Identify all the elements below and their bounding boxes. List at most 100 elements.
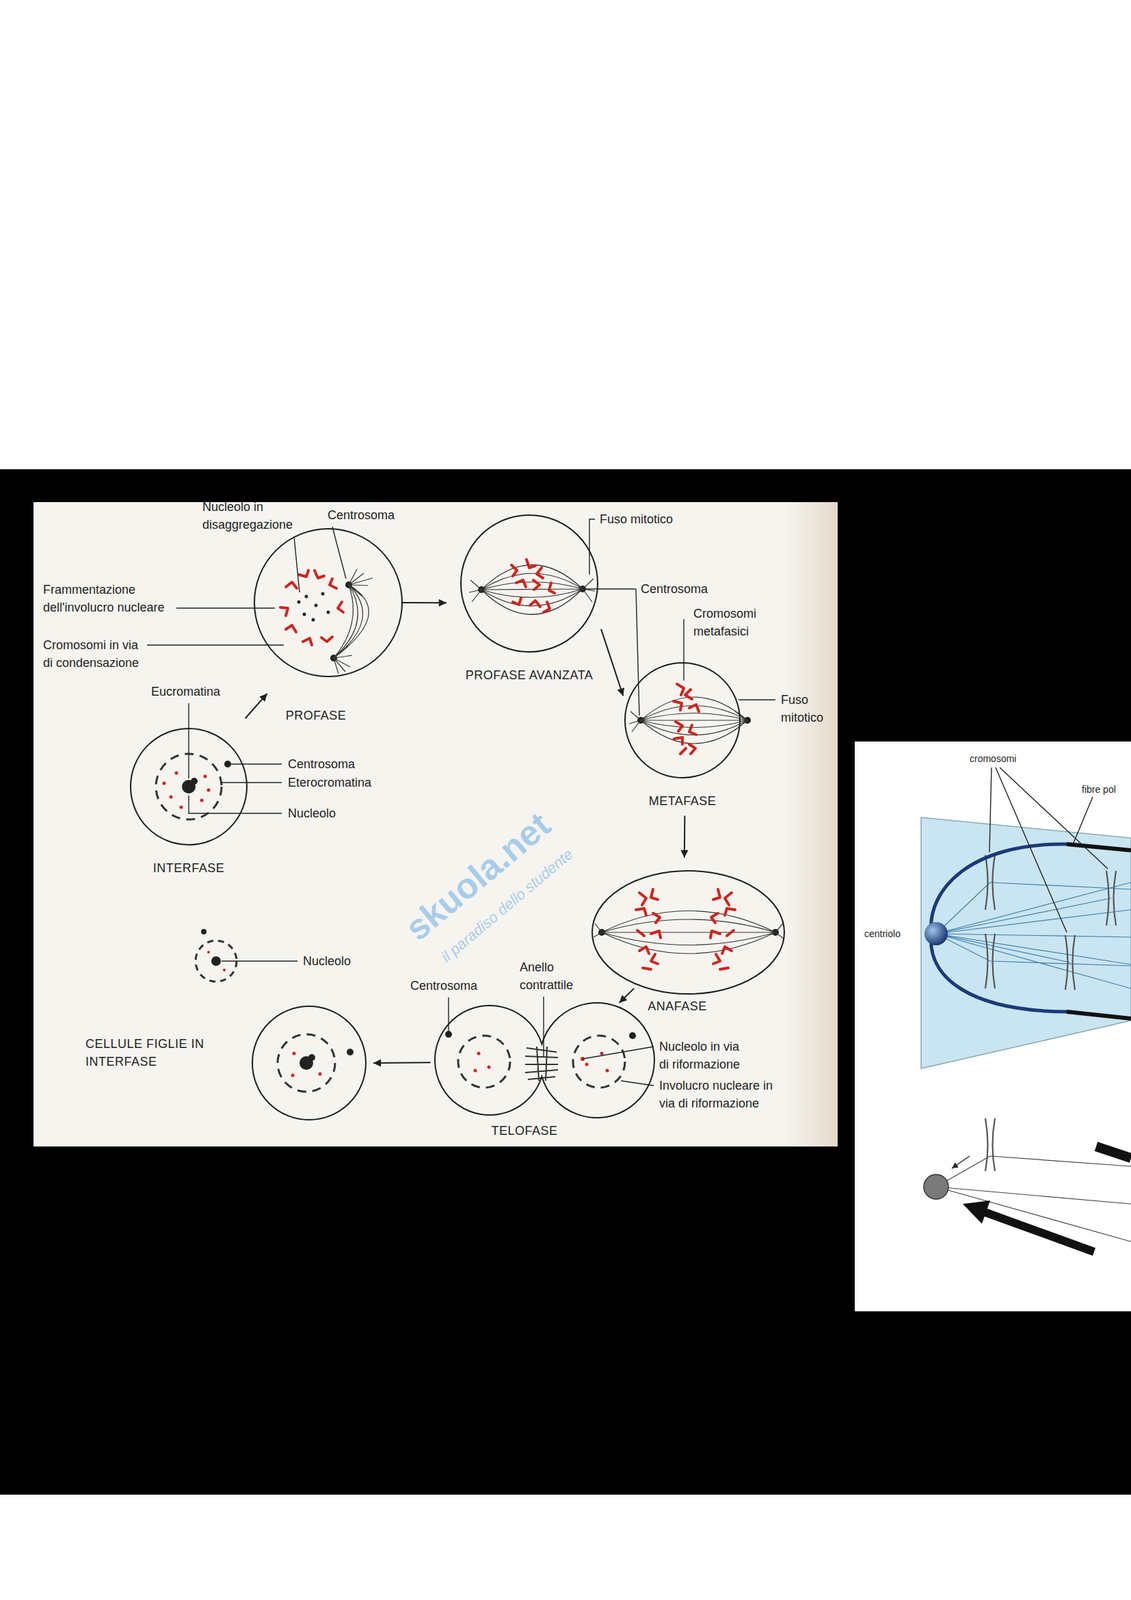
- structure-label: Nucleolo in disaggregazione: [202, 497, 305, 534]
- structure-label: Fuso mitotico: [599, 510, 673, 528]
- interphase-interior-part: [175, 771, 179, 775]
- interphase-interior-part: [190, 777, 198, 785]
- leader-lines-part: [176, 607, 275, 608]
- leader-lines-part: [188, 702, 189, 779]
- late-prophase-interior-part: [511, 559, 555, 612]
- daughter-cells-interior-part: [346, 1048, 354, 1056]
- prophase-interior-part: [304, 594, 309, 599]
- cell-membrane: [434, 1002, 655, 1118]
- cell-membrane: [592, 870, 785, 994]
- phase-arrow: [245, 693, 268, 718]
- telophase-interior-part: [445, 1030, 452, 1038]
- leader-lines-part: [294, 536, 300, 593]
- telophase-interior-part: [458, 1035, 511, 1088]
- leader-lines-part: [447, 996, 449, 1031]
- cell-outline: [251, 1005, 367, 1121]
- leader-lines-part: [738, 698, 776, 700]
- phase-name: ANAFASE: [539, 996, 816, 1015]
- structure-label: Eterocromatina: [287, 773, 372, 792]
- daughter-cells-interior-part: [318, 1072, 323, 1076]
- part-label: cromosomi: [969, 752, 1017, 765]
- interphase-interior-part: [162, 781, 167, 785]
- leader-lines-part: [582, 1046, 654, 1059]
- cell-outline: [624, 661, 741, 779]
- telophase-interior-part: [487, 1065, 491, 1069]
- structure-label: Centrosoma: [327, 506, 395, 524]
- spindle-3d-figure-part: [924, 921, 948, 946]
- interphase-interior: [155, 753, 232, 820]
- interphase-interior-part: [179, 805, 184, 809]
- phase-name: PROFASE: [200, 706, 432, 725]
- spindle-3d-figure-part: [1066, 843, 1131, 1019]
- structure-label: Cromosomi in via di condensazione: [43, 635, 146, 672]
- part-label: fibre pol: [1081, 782, 1116, 796]
- cell-membrane: [130, 728, 247, 845]
- cell-node: METAFASE: [624, 661, 741, 779]
- prophase-interior-part: [314, 603, 318, 608]
- prophase-interior-part: [311, 618, 316, 622]
- interphase-interior-part: [203, 774, 208, 779]
- cell-node: PROFASE AVANZATA: [460, 514, 599, 653]
- phase-name: PROFASE AVANZATA: [419, 666, 640, 684]
- leader-lines-part: [586, 588, 640, 716]
- phase-arrow: [619, 988, 635, 1003]
- telophase-interior-part: [600, 1051, 604, 1056]
- spindle-3d-figure-part: [936, 882, 1131, 989]
- spindle-3d-figure: [921, 767, 1131, 1252]
- spindle-3d-figure-part: [962, 1200, 991, 1224]
- cell-node: INTERFASE: [129, 727, 248, 846]
- phase-name: CELLULE FIGLIE IN INTERFASE: [85, 1034, 233, 1071]
- daughter-cells-interior-part: [277, 1033, 336, 1092]
- structure-label: Anello contrattile: [519, 957, 589, 994]
- daughter-cells-interior-part: [291, 1073, 295, 1077]
- spindle-3d-figure-part: [923, 1174, 949, 1199]
- leader-lines-part: [542, 996, 544, 1057]
- anaphase-interior-part: [593, 910, 784, 954]
- structure-label: Nucleolo: [302, 951, 351, 970]
- anaphase-interior-part: [710, 888, 736, 969]
- metaphase-interior-part: [673, 683, 699, 754]
- telophase-interior-part: [629, 1031, 636, 1039]
- telophase-interior-part: [585, 1062, 589, 1067]
- leader-lines-part: [683, 618, 684, 681]
- cell-node: CELLULE FIGLIE IN INTERFASE: [251, 1005, 367, 1121]
- structure-label: Cromosomi metafasici: [693, 604, 776, 641]
- spindle-3d-figure-part: [921, 817, 1131, 1069]
- cell-outline: [129, 727, 248, 846]
- leader-lines-part: [589, 519, 595, 575]
- leader-lines-part: [220, 781, 282, 783]
- daughter-cells-interior-part: [211, 955, 221, 966]
- structure-label: Centrosoma: [287, 754, 355, 773]
- telophase-interior-part: [573, 1035, 625, 1088]
- telophase-interior-part: [473, 1068, 478, 1073]
- spindle-3d-figure-part: [985, 1118, 995, 1171]
- cell-membrane: [252, 1005, 366, 1120]
- structure-label: Centrosoma: [410, 976, 478, 995]
- telophase-interior-part: [605, 1068, 610, 1073]
- prophase-interior: [280, 568, 373, 674]
- metaphase-interior-part: [629, 696, 748, 744]
- leader-lines-part: [332, 526, 347, 579]
- prophase-interior-part: [333, 568, 373, 674]
- prophase-interior-part: [297, 600, 301, 604]
- spindle-3d-figure-part: [984, 1211, 1095, 1252]
- interphase-interior-part: [200, 798, 204, 803]
- late-prophase-interior: [469, 559, 595, 615]
- phase-arrow: [401, 601, 447, 604]
- structure-label: Involucro nucleare in via di riformazion…: [659, 1076, 790, 1112]
- spindle-3d-figure-part: [930, 843, 1067, 1012]
- leader-lines-part: [231, 763, 282, 764]
- leader-lines-part: [188, 795, 282, 814]
- metaphase-interior: [629, 683, 751, 754]
- scan-tint: [786, 501, 838, 1147]
- cell-node: PROFASE: [253, 527, 403, 677]
- structure-label: Frammentazione dell'involucro nucleare: [43, 580, 180, 617]
- phase-arrow: [373, 1061, 431, 1064]
- daughter-cells-interior-part: [308, 1053, 316, 1061]
- structure-label: Fuso mitotico: [780, 690, 833, 727]
- telophase-interior-part: [477, 1051, 481, 1056]
- cell-outline: [253, 527, 403, 677]
